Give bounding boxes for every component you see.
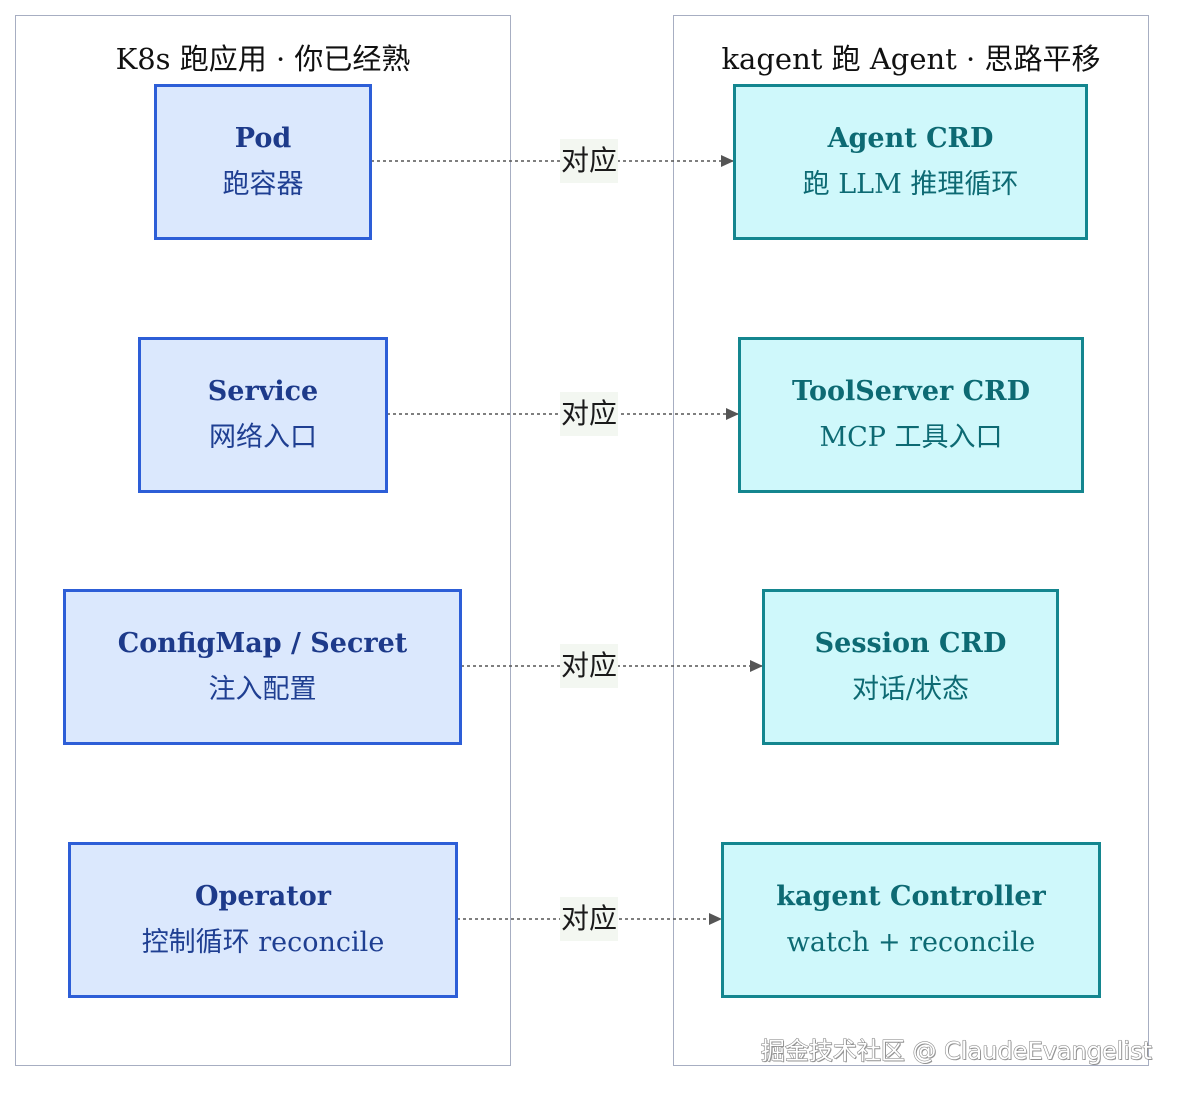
session-crd-node-title: Session CRD	[814, 628, 1007, 659]
configmap-secret-node: ConfigMap / Secret 注入配置	[63, 589, 462, 745]
session-crd-node-subtitle: 对话/状态	[851, 674, 970, 705]
kagent-controller-node: kagent Controller watch + reconcile	[721, 842, 1101, 998]
edge-label-configmap-session: 对应	[560, 644, 619, 688]
edge-label-operator-controller: 对应	[560, 897, 619, 941]
operator-node-title: Operator	[194, 881, 331, 912]
pod-node-subtitle: 跑容器	[222, 169, 304, 200]
operator-node: Operator 控制循环 reconcile	[68, 842, 458, 998]
configmap-secret-node-subtitle: 注入配置	[208, 674, 317, 705]
toolserver-crd-node: ToolServer CRD MCP 工具入口	[738, 337, 1084, 493]
pod-node: Pod 跑容器	[154, 84, 372, 240]
kagent-group-title: kagent 跑 Agent · 思路平移	[721, 42, 1101, 76]
toolserver-crd-node-subtitle: MCP 工具入口	[819, 422, 1003, 453]
kagent-controller-node-subtitle: watch + reconcile	[786, 927, 1036, 958]
watermark: 掘金技术社区 @ ClaudeEvangelist	[760, 1037, 1152, 1066]
service-node-subtitle: 网络入口	[209, 422, 317, 453]
agent-crd-node: Agent CRD 跑 LLM 推理循环	[733, 84, 1088, 240]
agent-crd-node-subtitle: 跑 LLM 推理循环	[802, 169, 1019, 200]
edge-label-pod-agent: 对应	[560, 139, 619, 183]
edge-label-service-toolserver: 对应	[560, 392, 619, 436]
configmap-secret-node-title: ConfigMap / Secret	[117, 628, 408, 659]
service-node: Service 网络入口	[138, 337, 388, 493]
pod-node-title: Pod	[234, 123, 292, 154]
operator-node-subtitle: 控制循环 reconcile	[141, 927, 385, 958]
agent-crd-node-title: Agent CRD	[827, 123, 994, 154]
service-node-title: Service	[207, 376, 319, 407]
session-crd-node: Session CRD 对话/状态	[762, 589, 1059, 745]
toolserver-crd-node-title: ToolServer CRD	[791, 376, 1030, 407]
kagent-controller-node-title: kagent Controller	[776, 881, 1046, 912]
k8s-group-title: K8s 跑应用 · 你已经熟	[115, 42, 411, 76]
